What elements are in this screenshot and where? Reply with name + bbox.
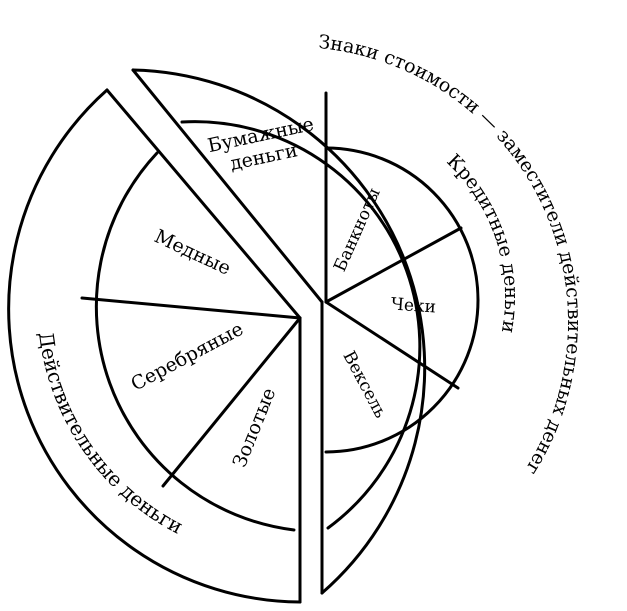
outer-band-value-tokens <box>131 68 427 595</box>
label-copper: Медные <box>151 225 234 279</box>
label-bill: Вексель <box>338 348 390 422</box>
label-cheques: Чеки <box>390 294 436 317</box>
inner-paper-money <box>180 91 480 530</box>
inner-real-money <box>80 151 302 532</box>
label-value-tokens: Знаки стоимости — заместители действител… <box>317 31 585 479</box>
label-banknotes: Банкноты <box>330 185 385 275</box>
label-silver: Серебряные <box>127 318 247 396</box>
outer-band-real-money <box>7 88 302 604</box>
label-credit-money: Кредитные деньги <box>442 150 522 335</box>
